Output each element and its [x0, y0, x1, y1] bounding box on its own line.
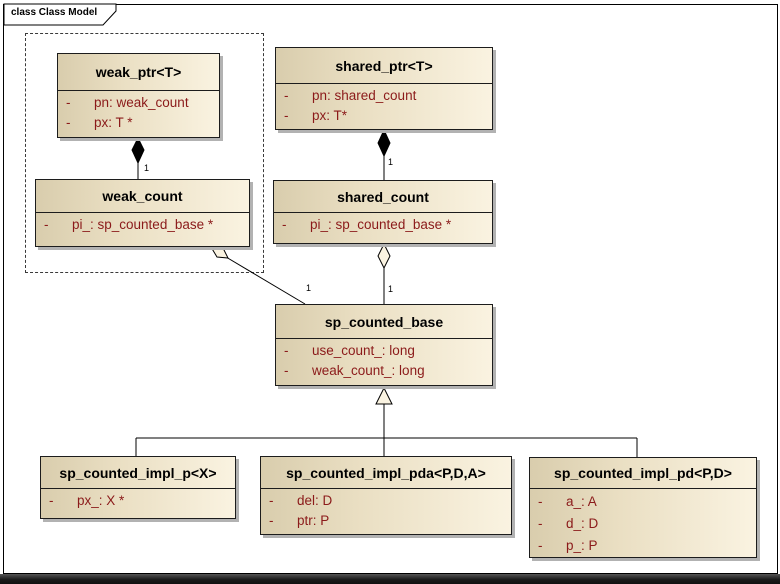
diagram-title: class Class Model — [11, 7, 98, 18]
class-box-sp-counted-base[interactable]: sp_counted_base - use_count_: long - wea… — [275, 304, 493, 386]
class-attribute: - a_: A — [538, 494, 597, 509]
class-box-shared-ptr[interactable]: shared_ptr<T> - pn: shared_count - px: T… — [275, 47, 493, 130]
class-name: sp_counted_impl_p<X> — [41, 457, 235, 489]
class-name: shared_count — [274, 181, 492, 213]
class-name: shared_ptr<T> — [276, 48, 492, 84]
class-name: weak_count — [36, 180, 249, 213]
class-attribute: - pn: weak_count — [66, 95, 189, 110]
class-attribute: - px_: X * — [49, 493, 125, 508]
window-bottom-edge — [0, 574, 780, 584]
class-attribute: - px: T * — [66, 115, 133, 130]
multiplicity-label: 1 — [144, 163, 150, 173]
class-name: sp_counted_base — [276, 305, 492, 339]
class-attribute: - p_: P — [538, 538, 598, 553]
aggregation-diamond-icon — [377, 242, 391, 270]
boundary-weak-group[interactable] — [25, 33, 264, 273]
class-box-weak-ptr[interactable]: weak_ptr<T> - pn: weak_count - px: T * — [57, 53, 220, 138]
class-attribute: - px: T* — [284, 108, 348, 123]
class-box-sp-counted-impl-pda[interactable]: sp_counted_impl_pda<P,D,A> - del: D - pt… — [260, 456, 512, 535]
class-attribute: - pn: shared_count — [284, 88, 417, 103]
multiplicity-label: 1 — [388, 284, 394, 294]
composition-diamond-icon — [131, 136, 145, 165]
class-attribute: - pi_: sp_counted_base * — [282, 217, 452, 232]
multiplicity-label: 1 — [388, 157, 394, 167]
class-name: weak_ptr<T> — [58, 54, 219, 91]
class-attribute: - pi_: sp_counted_base * — [44, 217, 214, 232]
class-box-sp-counted-impl-p[interactable]: sp_counted_impl_p<X> - px_: X * — [40, 456, 236, 519]
composition-shared-ptr-shared-count[interactable] — [377, 128, 391, 180]
class-attribute: - del: D — [269, 493, 333, 508]
class-box-sp-counted-impl-pd[interactable]: sp_counted_impl_pd<P,D> - a_: A - d_: D … — [529, 457, 757, 558]
composition-diamond-icon — [377, 128, 391, 158]
composition-weak-ptr-weak-count[interactable] — [131, 136, 145, 179]
class-attribute: - weak_count_: long — [284, 363, 425, 378]
multiplicity-label: 1 — [306, 283, 312, 293]
class-name: sp_counted_impl_pda<P,D,A> — [261, 457, 511, 489]
class-attribute: - d_: D — [538, 516, 599, 531]
aggregation-diamond-icon — [210, 246, 229, 259]
class-attribute: - use_count_: long — [284, 343, 415, 358]
aggregation-shared-count-sp-counted-base[interactable] — [377, 242, 391, 304]
frame-tab — [3, 3, 117, 26]
generalization-triangle-icon — [375, 386, 393, 405]
class-box-weak-count[interactable]: weak_count - pi_: sp_counted_base * — [35, 179, 250, 247]
class-attribute: - ptr: P — [269, 513, 330, 528]
class-name: sp_counted_impl_pd<P,D> — [530, 458, 756, 489]
diagram-frame — [3, 4, 778, 574]
class-box-shared-count[interactable]: shared_count - pi_: sp_counted_base * — [273, 180, 493, 244]
aggregation-weak-count-sp-counted-base[interactable] — [210, 246, 306, 305]
generalization-impl-sp-counted-base[interactable] — [135, 386, 638, 458]
